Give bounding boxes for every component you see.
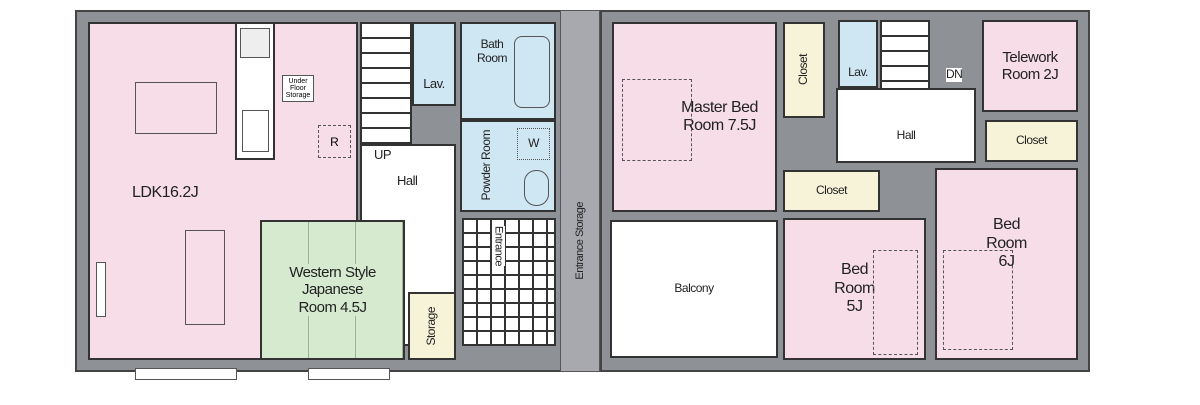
entrance: Entrance bbox=[462, 218, 556, 346]
telework-label: Telework Room 2J bbox=[1001, 48, 1059, 83]
under-floor-storage-label: Under Floor Storage bbox=[282, 75, 314, 102]
closet-bedroom5: Closet bbox=[783, 170, 880, 212]
hall-label-2f: Hall bbox=[896, 127, 916, 142]
entrance-storage: Entrance Storage bbox=[560, 10, 600, 372]
balcony: Balcony bbox=[610, 220, 778, 358]
bath-room-label: Bath Room bbox=[476, 37, 508, 65]
stove-icon bbox=[240, 28, 270, 58]
bed bbox=[873, 250, 918, 355]
washbasin bbox=[524, 170, 549, 206]
entrance-storage-label: Entrance Storage bbox=[573, 202, 586, 280]
closet-hall: Closet bbox=[985, 120, 1078, 162]
tv-unit bbox=[96, 262, 106, 317]
sink-icon bbox=[242, 110, 269, 152]
window bbox=[308, 368, 390, 380]
master-bedroom: Master Bed Room 7.5J bbox=[612, 22, 777, 212]
sofa bbox=[185, 230, 225, 325]
window bbox=[135, 368, 237, 380]
balcony-label: Balcony bbox=[674, 281, 714, 296]
entrance-label: Entrance bbox=[492, 226, 505, 267]
japanese-room-label: Western Style Japanese Room 4.5J bbox=[287, 264, 378, 316]
storage-room: Storage bbox=[408, 292, 456, 360]
powder-room: Powder Room W bbox=[460, 120, 556, 212]
bath-room: Bath Room bbox=[460, 22, 556, 120]
bathtub bbox=[514, 36, 550, 108]
dn-label: DN bbox=[946, 67, 963, 82]
bedroom-5j: Bed Room 5J bbox=[783, 218, 926, 360]
lav-label: Lav. bbox=[423, 75, 445, 91]
hall-2f: DN Hall bbox=[836, 67, 976, 163]
lav-label-2f: Lav. bbox=[848, 65, 868, 80]
closet-master: Closet bbox=[783, 22, 825, 118]
japanese-room: Western Style Japanese Room 4.5J bbox=[260, 220, 405, 360]
lavatory-2f: Lav. bbox=[838, 20, 878, 88]
closet-hall-label: Closet bbox=[1015, 133, 1048, 148]
stairs-up bbox=[360, 22, 412, 144]
bedroom6-label: Bed Room 6J bbox=[986, 216, 1027, 271]
bed bbox=[622, 79, 692, 161]
refrigerator-icon: R bbox=[318, 125, 351, 158]
storage-label: Storage bbox=[424, 306, 439, 346]
master-bedroom-label: Master Bed Room 7.5J bbox=[681, 98, 758, 134]
telework-room: Telework Room 2J bbox=[982, 20, 1078, 112]
washer-icon: W bbox=[517, 128, 550, 160]
bedroom-6j: Bed Room 6J bbox=[935, 168, 1078, 360]
washer-label: W bbox=[528, 136, 539, 151]
refrigerator-label: R bbox=[330, 134, 339, 149]
closet-bed5-label: Closet bbox=[815, 183, 848, 198]
powder-room-label: Powder Room bbox=[479, 130, 493, 201]
hall-label: Hall bbox=[397, 173, 418, 188]
bed bbox=[943, 250, 1013, 350]
closet-label: Closet bbox=[796, 54, 811, 86]
dining-table bbox=[135, 82, 217, 134]
up-label: UP bbox=[374, 147, 392, 162]
ldk-label: LDK16.2J bbox=[132, 184, 199, 201]
bedroom5-label: Bed Room 5J bbox=[834, 261, 875, 316]
lavatory-1f: Lav. bbox=[412, 22, 456, 106]
